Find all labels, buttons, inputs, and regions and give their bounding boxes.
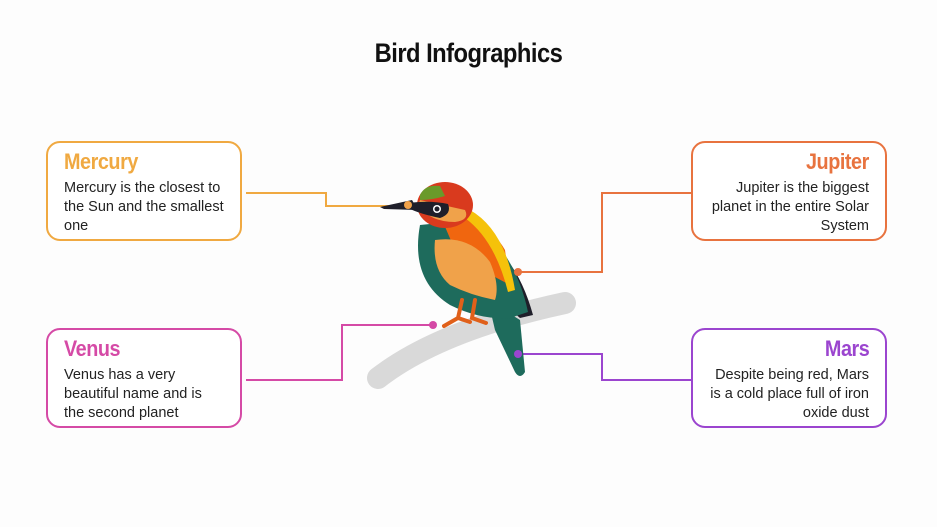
venus-dot: [429, 321, 437, 329]
mercury-card: Mercury Mercury is the closest to the Su…: [46, 141, 242, 241]
branch-shape: [367, 292, 576, 389]
mars-dot: [514, 350, 522, 358]
jupiter-text: Jupiter is the biggest planet in the ent…: [711, 180, 869, 234]
mercury-heading: Mercury: [64, 149, 138, 174]
jupiter-connector: [518, 192, 691, 273]
mercury-text: Mercury is the closest to the Sun and th…: [64, 180, 224, 234]
venus-heading: Venus: [64, 336, 121, 361]
bird-icon: [380, 182, 533, 376]
venus-card: Venus Venus has a very beautiful name an…: [46, 328, 242, 428]
mercury-connector: [246, 192, 402, 207]
jupiter-heading: Jupiter: [806, 149, 869, 174]
mars-card: Mars Despite being red, Mars is a cold p…: [691, 328, 887, 428]
mars-heading: Mars: [824, 336, 870, 361]
mars-connector: [518, 353, 691, 381]
jupiter-dot: [514, 268, 522, 276]
page-title: Bird Infographics: [374, 38, 563, 68]
mars-text: Despite being red, Mars is a cold place …: [710, 367, 869, 421]
venus-connector: [246, 324, 433, 381]
venus-text: Venus has a very beautiful name and is t…: [64, 367, 202, 421]
jupiter-card: Jupiter Jupiter is the biggest planet in…: [691, 141, 887, 241]
